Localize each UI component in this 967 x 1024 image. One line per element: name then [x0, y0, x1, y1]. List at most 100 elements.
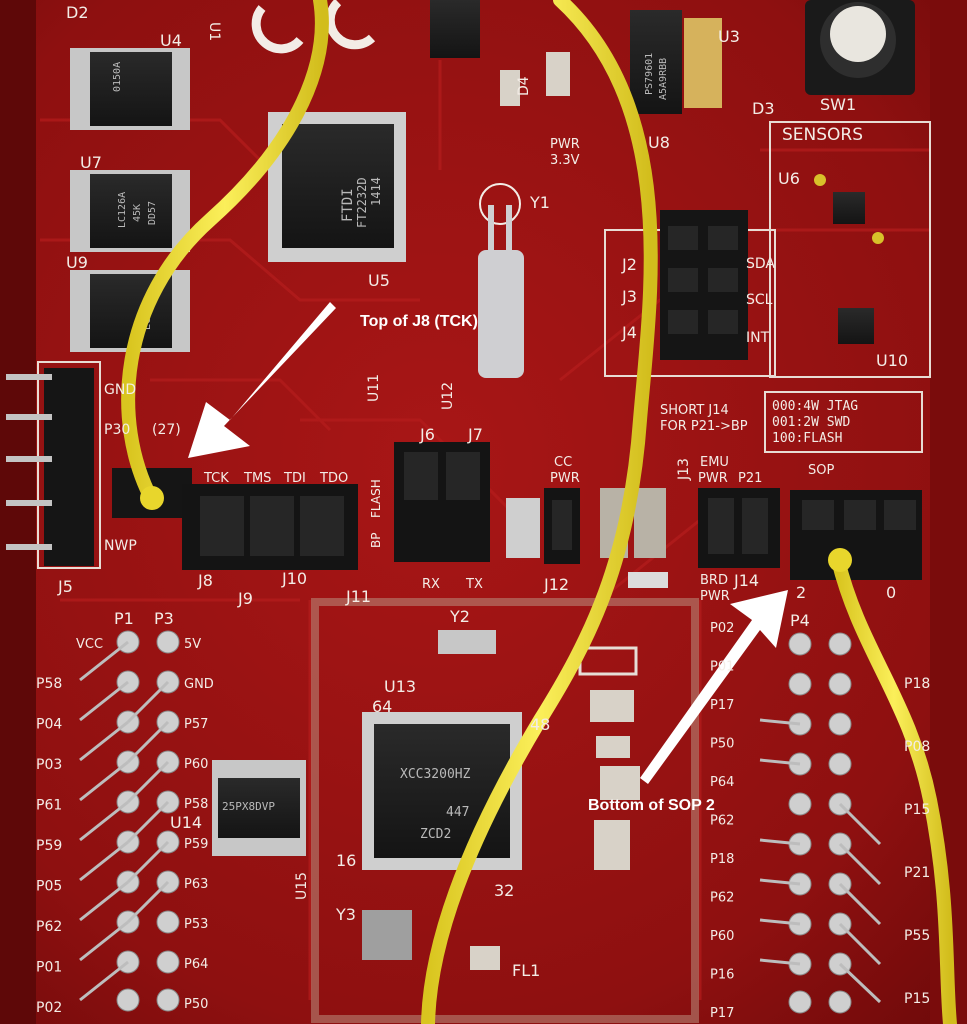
pin-label: P21	[904, 865, 930, 881]
label-j12: J12	[543, 575, 569, 594]
label-cc: CC	[554, 455, 572, 470]
label-u12: U12	[440, 382, 456, 410]
pin-label: P01	[36, 960, 62, 976]
label-u5: U5	[368, 271, 390, 290]
pin-label: P02	[710, 621, 734, 636]
board-left-edge	[0, 0, 36, 1024]
label-sensors: SENSORS	[782, 125, 863, 145]
pin-label: P58	[184, 797, 208, 812]
label-short-1: SHORT J14	[660, 403, 729, 418]
pin-label: P63	[184, 877, 208, 892]
yellow-wire-left	[121, 0, 329, 507]
arrow-to-j8	[188, 302, 336, 458]
pin-label: P50	[710, 737, 734, 752]
pin-label: P18	[710, 852, 734, 867]
label-pwr: PWR	[550, 137, 580, 152]
jumper-row-j8-j10	[112, 468, 358, 570]
pin-label: P62	[710, 814, 734, 829]
pin-label: P60	[710, 929, 734, 944]
pin-field-right	[759, 632, 882, 1014]
pin-label: P55	[904, 928, 930, 944]
label-u1: U1	[206, 22, 222, 41]
pin-field-left	[79, 630, 180, 1012]
chip-mcu-u13: XCC3200HZ 447 ZCD2	[362, 712, 522, 870]
label-brd: BRD	[700, 573, 728, 588]
chip-u10	[838, 308, 874, 344]
label-u3: U3	[718, 27, 740, 46]
chip-u4: 0150A	[70, 48, 190, 130]
label-pin48: 48	[530, 715, 550, 734]
label-tdi: TDI	[283, 471, 306, 486]
label-y2: Y2	[449, 607, 470, 626]
passive-components	[470, 52, 640, 970]
label-u10: U10	[876, 351, 908, 370]
svg-text:45K: 45K	[132, 204, 143, 222]
chip-flash-u14: 25PX8DVP	[212, 760, 306, 856]
pin-label: P18	[904, 676, 930, 692]
label-flash: FLASH	[369, 479, 383, 518]
label-tdo: TDO	[319, 471, 348, 486]
label-int: INT	[746, 330, 770, 346]
label-cc-pwr: PWR	[550, 471, 580, 486]
svg-text:ZCD2: ZCD2	[420, 827, 451, 842]
svg-text:A5A9RBB: A5A9RBB	[658, 58, 669, 100]
pin-label: P57	[184, 717, 208, 732]
label-p30: P30	[104, 422, 130, 438]
pin-label: P01	[710, 660, 734, 675]
jumper-j6-j7	[394, 442, 490, 562]
silkscreen-labels: D2 U1 U4 U7 U9 U5 U3 D3 SW1 D4 PWR 3.3V …	[57, 3, 908, 980]
chip-ftdi-u5: FTDI FT2232D 1414	[268, 112, 406, 262]
label-vcc: VCC	[76, 637, 103, 652]
label-j5: J5	[57, 577, 73, 596]
label-j8: J8	[197, 571, 213, 590]
label-d2: D2	[66, 3, 89, 22]
svg-text:FT2232D: FT2232D	[355, 177, 369, 228]
label-bp: BP	[369, 533, 383, 548]
label-sda: SDA	[746, 256, 775, 272]
crystal-y2	[438, 630, 496, 654]
pin-label: P05	[36, 879, 62, 895]
label-sop-0-pin: 0	[886, 583, 896, 602]
svg-text:0150A: 0150A	[112, 62, 123, 92]
crystal-y1	[478, 183, 524, 378]
pin-label: GND	[184, 677, 214, 692]
label-pin64: 64	[372, 697, 392, 716]
pin-label: P02	[36, 1000, 62, 1016]
label-p27: (27)	[152, 422, 181, 438]
label-sop-2-pin: 2	[796, 583, 806, 602]
label-sop: SOP	[808, 463, 834, 478]
pin-label: P15	[904, 991, 930, 1007]
pin-label: P04	[36, 717, 62, 733]
svg-text:LC126A: LC126A	[117, 192, 128, 228]
label-j6: J6	[419, 425, 435, 444]
pin-label: P17	[710, 698, 734, 713]
label-short-2: FOR P21->BP	[660, 419, 748, 434]
pin-label: P64	[710, 775, 734, 790]
label-5v: 5V	[184, 637, 201, 652]
svg-text:FTDI: FTDI	[340, 188, 356, 222]
label-p1: P1	[114, 609, 134, 628]
label-j2: J2	[621, 255, 637, 274]
pin-label: P16	[710, 968, 734, 983]
label-tck: TCK	[203, 471, 229, 486]
arrow-to-sop	[640, 590, 788, 784]
label-tms: TMS	[243, 471, 271, 486]
label-sw1: SW1	[820, 95, 856, 114]
header-sop	[790, 490, 922, 580]
label-pin16: 16	[336, 851, 356, 870]
label-pwr-v: 3.3V	[550, 153, 580, 168]
label-brd-pwr: PWR	[700, 589, 730, 604]
label-scl: SCL	[746, 292, 773, 308]
pin-label: P60	[184, 757, 208, 772]
label-y1: Y1	[529, 193, 550, 212]
chip-u7: LC126A 45K DD57	[70, 170, 190, 252]
jumper-block-j2-j4	[660, 210, 748, 360]
pin-label: P17	[710, 1006, 734, 1021]
pin-label: P62	[710, 891, 734, 906]
label-rx: RX	[422, 577, 440, 592]
